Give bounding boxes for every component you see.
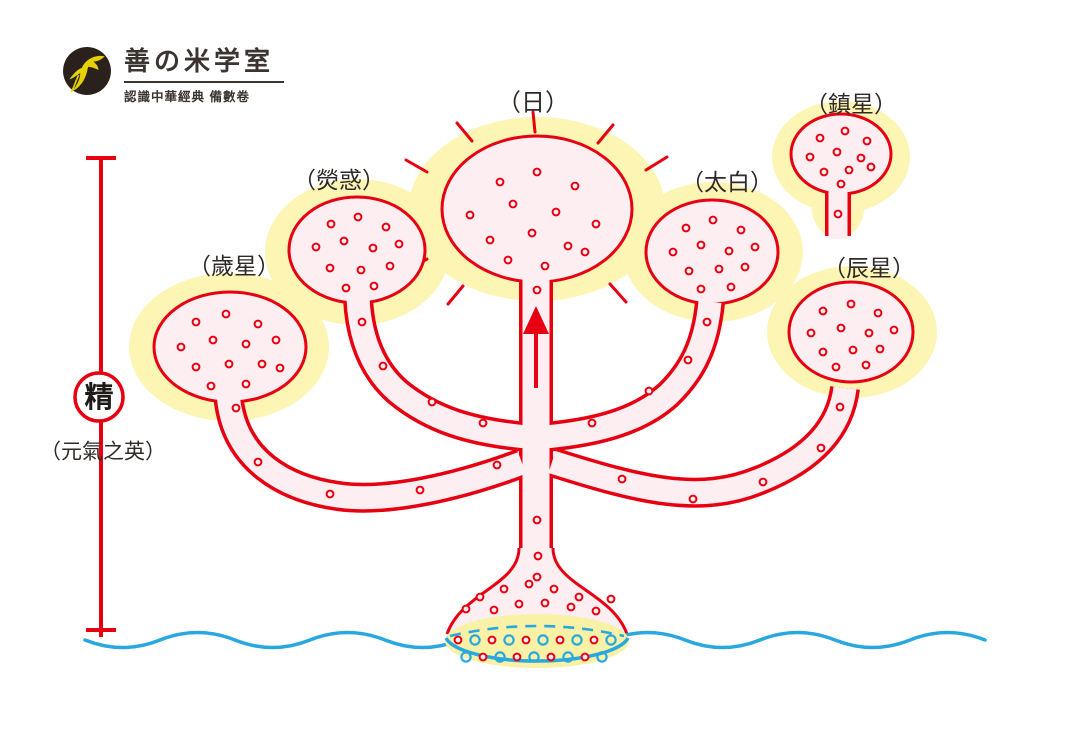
logo-text: 善の米学室 認識中華經典 備數卷 <box>124 46 284 105</box>
essence-note: （元氣之英） <box>40 441 166 464</box>
mercury-label: （辰星） <box>823 255 915 281</box>
mercury-bulb <box>787 280 915 384</box>
mars-label: （熒惑） <box>293 167 385 193</box>
essence-symbol: 精 <box>84 381 113 414</box>
node-labels: （日） （熒惑） （歲星） （太白） （鎮星） （辰星） <box>188 90 915 282</box>
jupiter-label: （歲星） <box>188 253 280 279</box>
water <box>83 614 987 668</box>
essence-dots <box>176 126 899 616</box>
venus-bulb <box>644 198 780 306</box>
logo-brand: 善の米学室 <box>124 47 275 77</box>
water-level-dashed-line <box>449 624 625 638</box>
logo: 善の米学室 認識中華經典 備數卷 <box>62 46 284 105</box>
logo-divider <box>124 80 284 83</box>
saturn-label: （鎮星） <box>805 91 897 117</box>
bird-icon <box>63 47 111 95</box>
essence-measure: 精 （元氣之英） <box>40 156 166 637</box>
essence-circle <box>73 371 125 423</box>
venus-label: （太白） <box>681 169 773 195</box>
water-dots <box>453 634 617 663</box>
logo-subtitle: 認識中華經典 備數卷 <box>124 89 250 104</box>
flow-arrow-icon <box>523 306 549 388</box>
bulbs <box>152 112 915 404</box>
sun-label: （日） <box>497 90 569 117</box>
